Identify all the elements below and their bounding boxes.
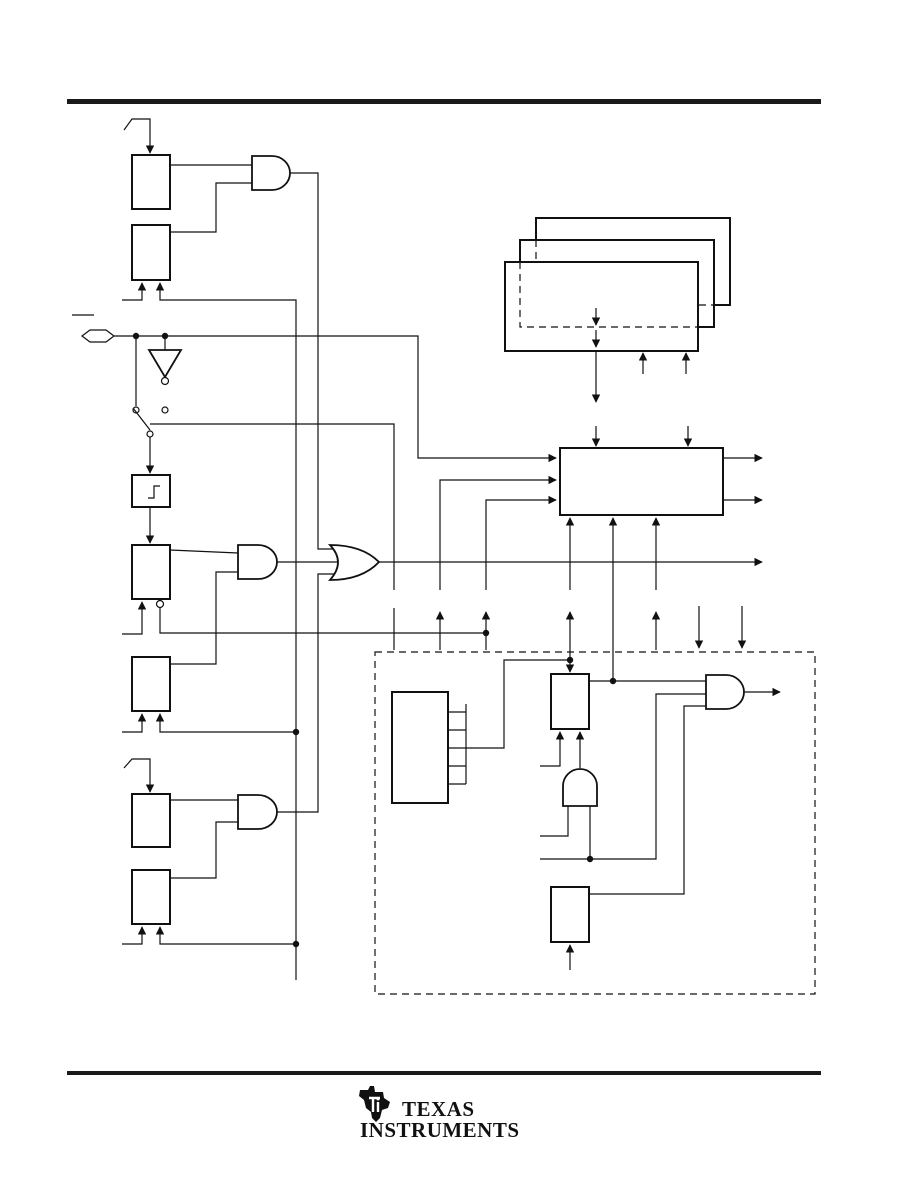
wire-small-gate-in-1 <box>540 806 569 837</box>
wire-a2-gate <box>170 182 252 233</box>
inverter-bubble <box>160 376 170 386</box>
wire-counter-register <box>466 659 570 749</box>
junction-c <box>292 728 300 736</box>
wire-gate-a-or <box>290 172 334 550</box>
register-d2-input-2 <box>155 926 296 945</box>
or-gate <box>327 544 381 581</box>
wire-d2-gate <box>170 821 238 879</box>
wire-pad-to-controller <box>114 335 557 463</box>
wire-gate-d-or <box>277 573 334 813</box>
wire-switch-right <box>150 423 395 590</box>
controller-block <box>559 447 724 516</box>
register-d2 <box>131 869 171 925</box>
register-d1 <box>131 793 171 848</box>
memory-hidden-edge-2 <box>519 262 698 328</box>
inverter-buffer <box>147 349 183 379</box>
register-c <box>131 656 171 712</box>
controller-input-left-2 <box>485 495 557 590</box>
footer-rule <box>67 1071 821 1075</box>
clock-input-2 <box>123 758 155 793</box>
register-d2-input-1 <box>122 926 147 945</box>
register-c-input-1 <box>122 713 147 733</box>
register-b-input-1 <box>122 601 147 635</box>
edge-symbol <box>148 485 160 499</box>
register-a2-input-1 <box>122 282 147 301</box>
and-gate-a <box>251 155 291 191</box>
register-a2-input-2 <box>155 282 297 980</box>
logo-text-instruments: INSTRUMENTS <box>360 1118 520 1142</box>
and-gate-d <box>237 794 278 830</box>
memory-plane-1 <box>504 261 699 352</box>
wire-enable-line <box>540 693 706 860</box>
wire-c-gate <box>170 571 238 665</box>
and-gate-b <box>237 544 278 580</box>
register-c-input-2 <box>155 713 296 733</box>
register-b-inverted-input <box>155 599 165 609</box>
controller-input-left-1 <box>439 475 557 590</box>
register-a1 <box>131 154 171 210</box>
header-rule <box>67 99 821 104</box>
register-b <box>131 544 171 600</box>
and-gate-e <box>705 674 745 710</box>
register-f <box>550 886 590 943</box>
input-pad <box>81 329 115 343</box>
counter-block <box>391 691 449 804</box>
counter-outputs <box>448 711 466 785</box>
ti-state-icon <box>359 1086 390 1122</box>
and-gate-small <box>562 768 598 807</box>
texas-instruments-logo: TEXAS INSTRUMENTS <box>356 1084 519 1144</box>
dashed-subsystem <box>374 651 816 995</box>
register-a2 <box>131 224 171 281</box>
edge-detector <box>131 474 171 508</box>
register-e <box>550 673 590 730</box>
wire-b-gate <box>169 549 239 554</box>
junction-d <box>292 940 300 948</box>
switch-arm <box>132 407 151 431</box>
switch-contact-b <box>161 406 169 414</box>
junction-enable <box>586 855 594 863</box>
switch-pivot <box>146 430 154 438</box>
wire-f-and <box>589 705 706 895</box>
wire-b-feedback <box>159 608 486 634</box>
clock-input-1 <box>123 118 155 154</box>
junction-register-e <box>609 677 617 685</box>
logo-text-texas: TEXAS <box>402 1097 475 1121</box>
switch-contact-a <box>132 406 140 414</box>
register-e-input-1 <box>540 731 565 767</box>
